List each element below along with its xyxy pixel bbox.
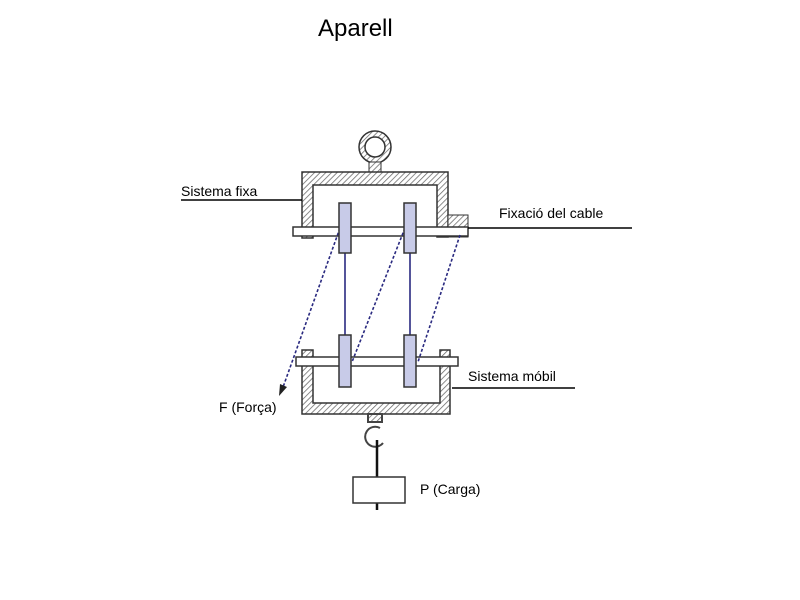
label-fixed-system: Sistema fixa — [181, 183, 258, 199]
label-load: P (Carga) — [420, 481, 481, 497]
label-force: F (Força) — [219, 399, 277, 415]
pulley — [338, 334, 352, 388]
top-axle — [292, 226, 469, 237]
hanging-ring — [358, 130, 392, 173]
label-cable-fixing: Fixació del cable — [499, 205, 604, 221]
leader-lines — [181, 199, 632, 389]
pulley — [403, 334, 417, 388]
pulley — [338, 202, 352, 254]
load-weight — [352, 476, 406, 504]
fixed-frame — [301, 171, 449, 239]
pulleys — [338, 202, 417, 388]
bottom-axle — [295, 356, 459, 367]
label-mobile-system: Sistema móbil — [468, 368, 556, 384]
hook-icon — [364, 413, 384, 448]
mobile-frame — [301, 349, 451, 415]
diagram-title: Aparell — [318, 15, 393, 42]
force-arrow-icon — [279, 384, 287, 396]
pulley — [403, 202, 417, 254]
